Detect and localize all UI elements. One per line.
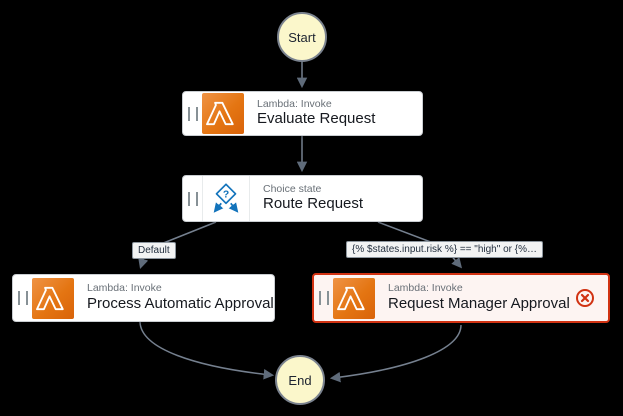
lambda-icon xyxy=(202,93,244,134)
state-evaluate-request[interactable]: Lambda: Invoke Evaluate Request xyxy=(182,91,423,136)
drag-handle-icon[interactable] xyxy=(188,191,198,206)
state-title: Process Automatic Approval xyxy=(87,294,274,312)
drag-handle-icon[interactable] xyxy=(18,291,28,305)
state-process-automatic-approval[interactable]: Lambda: Invoke Process Automatic Approva… xyxy=(12,274,275,322)
state-type-label: Choice state xyxy=(263,182,322,195)
drag-handle-icon[interactable] xyxy=(188,106,198,121)
lambda-icon xyxy=(32,277,74,319)
state-title: Evaluate Request xyxy=(257,110,376,128)
lambda-icon xyxy=(333,277,375,319)
end-node: End xyxy=(275,355,325,405)
edge-manager-to-end xyxy=(329,324,462,383)
error-icon xyxy=(575,288,595,308)
edge-auto-to-end xyxy=(139,321,275,380)
choice-icon: ? xyxy=(202,176,250,221)
state-type-label: Lambda: Invoke xyxy=(257,97,332,110)
end-node-label: End xyxy=(288,372,312,388)
edge-label-condition: {% $states.input.risk %} == "high" or {%… xyxy=(346,241,543,258)
start-node: Start xyxy=(277,12,327,62)
state-title: Route Request xyxy=(263,195,364,213)
state-route-request[interactable]: ? Choice state Route Request xyxy=(182,175,423,222)
start-node-label: Start xyxy=(288,29,316,45)
state-type-label: Lambda: Invoke xyxy=(87,282,162,295)
state-type-label: Lambda: Invoke xyxy=(388,282,463,295)
state-title: Request Manager Approval xyxy=(388,294,570,312)
drag-handle-icon[interactable] xyxy=(319,291,329,305)
svg-text:?: ? xyxy=(223,189,229,200)
edge-label-default: Default xyxy=(132,242,176,259)
state-request-manager-approval[interactable]: Lambda: Invoke Request Manager Approval xyxy=(312,273,610,323)
